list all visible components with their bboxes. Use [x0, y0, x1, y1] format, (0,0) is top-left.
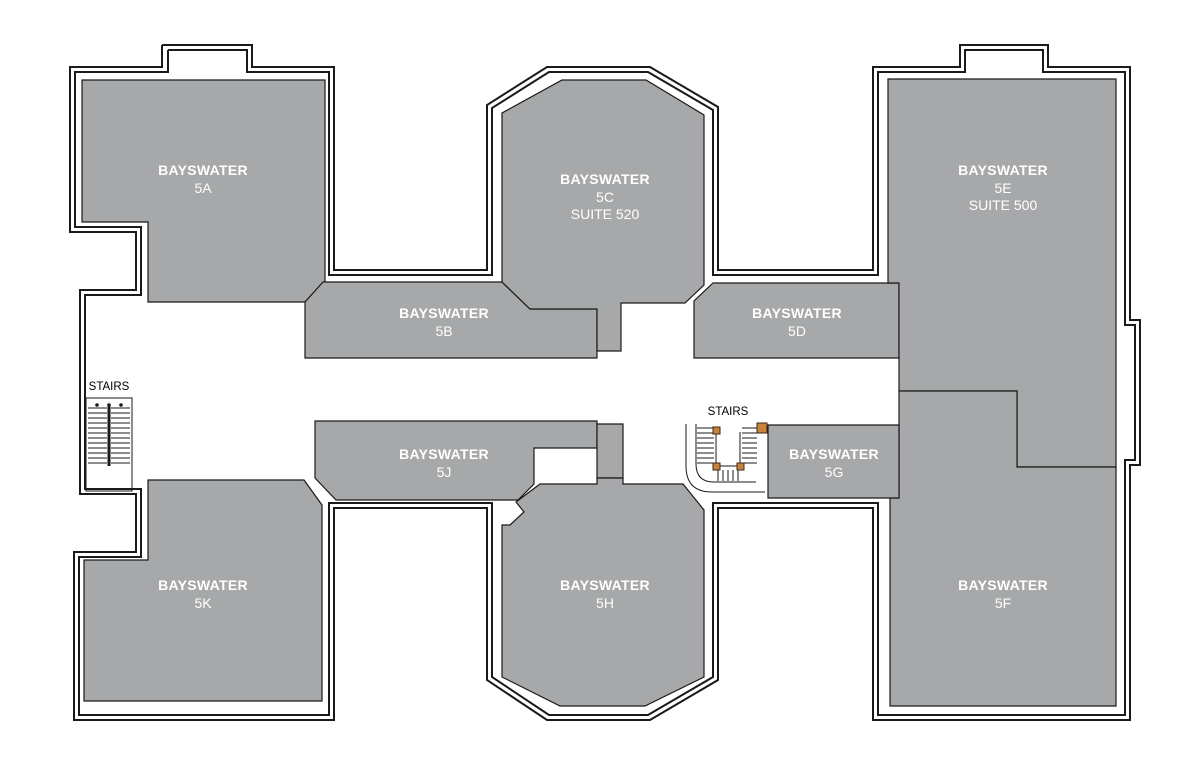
unit-5g[interactable]: BAYSWATER 5G — [767, 424, 900, 499]
room-5d[interactable] — [693, 282, 900, 359]
unit-5j-number: 5J — [437, 464, 452, 480]
inner-wall — [74, 49, 1136, 716]
stairs-center-treads — [697, 427, 757, 481]
unit-5g-number: 5G — [825, 464, 844, 480]
unit-5b-number: 5B — [435, 323, 452, 339]
unit-5k-name: BAYSWATER — [158, 577, 248, 593]
unit-5h-name: BAYSWATER — [560, 577, 650, 593]
stairs-west-post-a — [95, 403, 99, 407]
unit-5a-name: BAYSWATER — [158, 162, 248, 178]
unit-5d[interactable]: BAYSWATER 5D — [693, 282, 900, 359]
stairs-center-post-b — [712, 462, 721, 471]
room-5g[interactable] — [767, 424, 900, 499]
stairs-west-post-b — [107, 403, 111, 407]
stairs-center-inner-wall — [695, 424, 756, 483]
building-walls — [69, 44, 1141, 721]
stairs-west-enclosure — [85, 397, 133, 492]
unit-5c-suite: SUITE 520 — [571, 206, 640, 222]
stairs-west: STAIRS — [85, 381, 133, 492]
unit-5c[interactable]: BAYSWATER 5C SUITE 520 — [501, 79, 705, 352]
stairs-west-label: STAIRS — [89, 381, 130, 393]
stairs-west-treads — [88, 407, 130, 464]
unit-5h-number: 5H — [596, 595, 614, 611]
unit-5c-number: 5C — [596, 189, 614, 205]
unit-5e-name: BAYSWATER — [958, 162, 1048, 178]
unit-5a[interactable]: BAYSWATER 5A — [81, 79, 326, 303]
room-5c[interactable] — [501, 79, 705, 352]
stairs-center-outer-wall — [685, 424, 765, 493]
unit-5j-name: BAYSWATER — [399, 446, 489, 462]
unit-5d-number: 5D — [788, 323, 806, 339]
room-5j-closet — [596, 423, 624, 479]
unit-5f-name: BAYSWATER — [958, 577, 1048, 593]
stairs-center-post-c — [736, 462, 745, 471]
unit-5h[interactable]: BAYSWATER 5H — [501, 477, 705, 707]
unit-5c-name: BAYSWATER — [560, 171, 650, 187]
outer-wall-west — [69, 44, 1141, 721]
unit-5e[interactable]: BAYSWATER 5E SUITE 500 — [887, 78, 1117, 468]
stairs-west-post-c — [119, 403, 123, 407]
stairs-center: STAIRS — [685, 406, 768, 493]
unit-5a-number: 5A — [194, 180, 212, 196]
room-5k[interactable] — [83, 479, 323, 702]
room-5h[interactable] — [501, 477, 705, 707]
unit-5b-name: BAYSWATER — [399, 305, 489, 321]
unit-5f-number: 5F — [995, 595, 1011, 611]
room-5a[interactable] — [81, 79, 326, 303]
unit-5k[interactable]: BAYSWATER 5K — [83, 479, 323, 702]
unit-5e-number: 5E — [994, 180, 1011, 196]
unit-5g-name: BAYSWATER — [789, 446, 879, 462]
stairs-center-label: STAIRS — [708, 406, 749, 418]
unit-5e-suite: SUITE 500 — [969, 197, 1038, 213]
unit-5d-name: BAYSWATER — [752, 305, 842, 321]
unit-5j[interactable]: BAYSWATER 5J — [314, 420, 624, 501]
stairs-center-landing — [756, 422, 768, 434]
unit-5k-number: 5K — [194, 595, 212, 611]
stairs-center-post-a — [712, 426, 721, 435]
